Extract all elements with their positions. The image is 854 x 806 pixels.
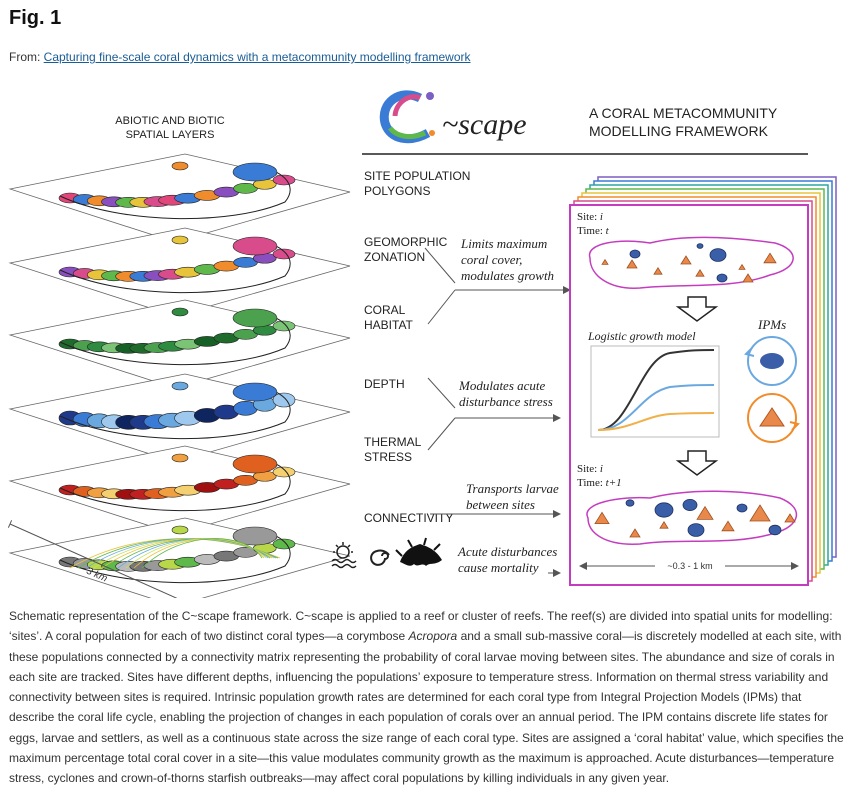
spatial-layer-5 [8,445,351,535]
reef-site-bottom [586,490,798,545]
ipm-cycle-massive [744,336,797,386]
svg-text:Site: i: Site: i [577,463,603,475]
curve-orange [597,412,715,431]
layer-label-line1: DEPTH [364,377,405,391]
effect-text-line: disturbance stress [459,394,553,409]
figure-caption: Schematic representation of the C~scape … [9,609,844,786]
spatial-layer-2 [8,227,351,317]
layer-label-line2: HABITAT [364,318,414,332]
framework-title-line2: MODELLING FRAMEWORK [589,123,769,139]
sun-icon [331,542,357,569]
layer-label-6: CONNECTIVITY [364,511,453,525]
effect-text-line: cause mortality [458,560,539,575]
layer-label-line2: POLYGONS [364,184,430,198]
effect-text-line: Limits maximum [460,236,547,251]
corals-bottom [594,498,796,538]
layer-label-line1: GEOMORPHIC [364,235,448,249]
down-arrow-bottom [675,450,719,476]
layer-label-4: DEPTH [364,377,405,391]
figure-diagram: ~scape A CORAL METACOMMUNITY MODELLING F… [7,90,837,598]
layer-label-line1: THERMAL [364,435,422,449]
layer-label-line2: ZONATION [364,250,425,264]
effect-text-line: Acute disturbances [457,544,557,559]
article-link[interactable]: Capturing fine-scale coral dynamics with… [43,50,471,64]
figure-label: Fig. 1 [9,7,62,29]
ipm-label: IPMs [757,317,786,332]
left-title-line2: SPATIAL LAYERS [126,129,215,141]
reef-site-top [588,236,794,289]
left-title-line1: ABIOTIC AND BIOTIC [115,115,224,127]
spatial-layer-3 [8,299,351,389]
spatial-layer-4 [8,373,351,463]
logistic-title: Logistic growth model [587,329,696,343]
framework-title-line1: A CORAL METACOMMUNITY [589,105,778,121]
effect-text-line: coral cover, [461,252,522,267]
logo-text: ~scape [442,108,527,141]
layer-label-line1: CONNECTIVITY [364,511,453,525]
corals-top [601,243,777,283]
layer-label-line1: SITE POPULATION [364,169,470,183]
curve-dark [597,349,715,431]
curve-blue [597,384,715,431]
spatial-layer-1 [8,153,351,243]
source-line: From: Capturing fine-scale coral dynamic… [9,50,471,64]
logistic-chart-frame [590,345,720,438]
spatial-layer-6 [8,517,351,598]
layer-label-line1: CORAL [364,303,406,317]
site-scale-label: ~0.3 - 1 km [667,561,712,571]
effect-text-line: Modulates acute [458,378,546,393]
ipm-cycle-acropora [747,393,800,443]
source-prefix: From: [9,50,44,64]
effect-text-line: between sites [466,497,535,512]
down-arrow-top [675,296,719,322]
cyclone-icon [370,549,390,566]
svg-text:Time: t+1: Time: t+1 [577,477,622,489]
layer-label-line2: STRESS [364,450,412,464]
starfish-icon [395,537,442,566]
effect-text-line: modulates growth [461,268,554,283]
effect-text-line: Transports larvae [466,481,559,496]
svg-text:Time: t: Time: t [577,225,610,237]
svg-text:Site: i: Site: i [577,211,603,223]
spatial-layer-stack [8,153,351,598]
cscape-logo: ~scape [379,90,527,144]
